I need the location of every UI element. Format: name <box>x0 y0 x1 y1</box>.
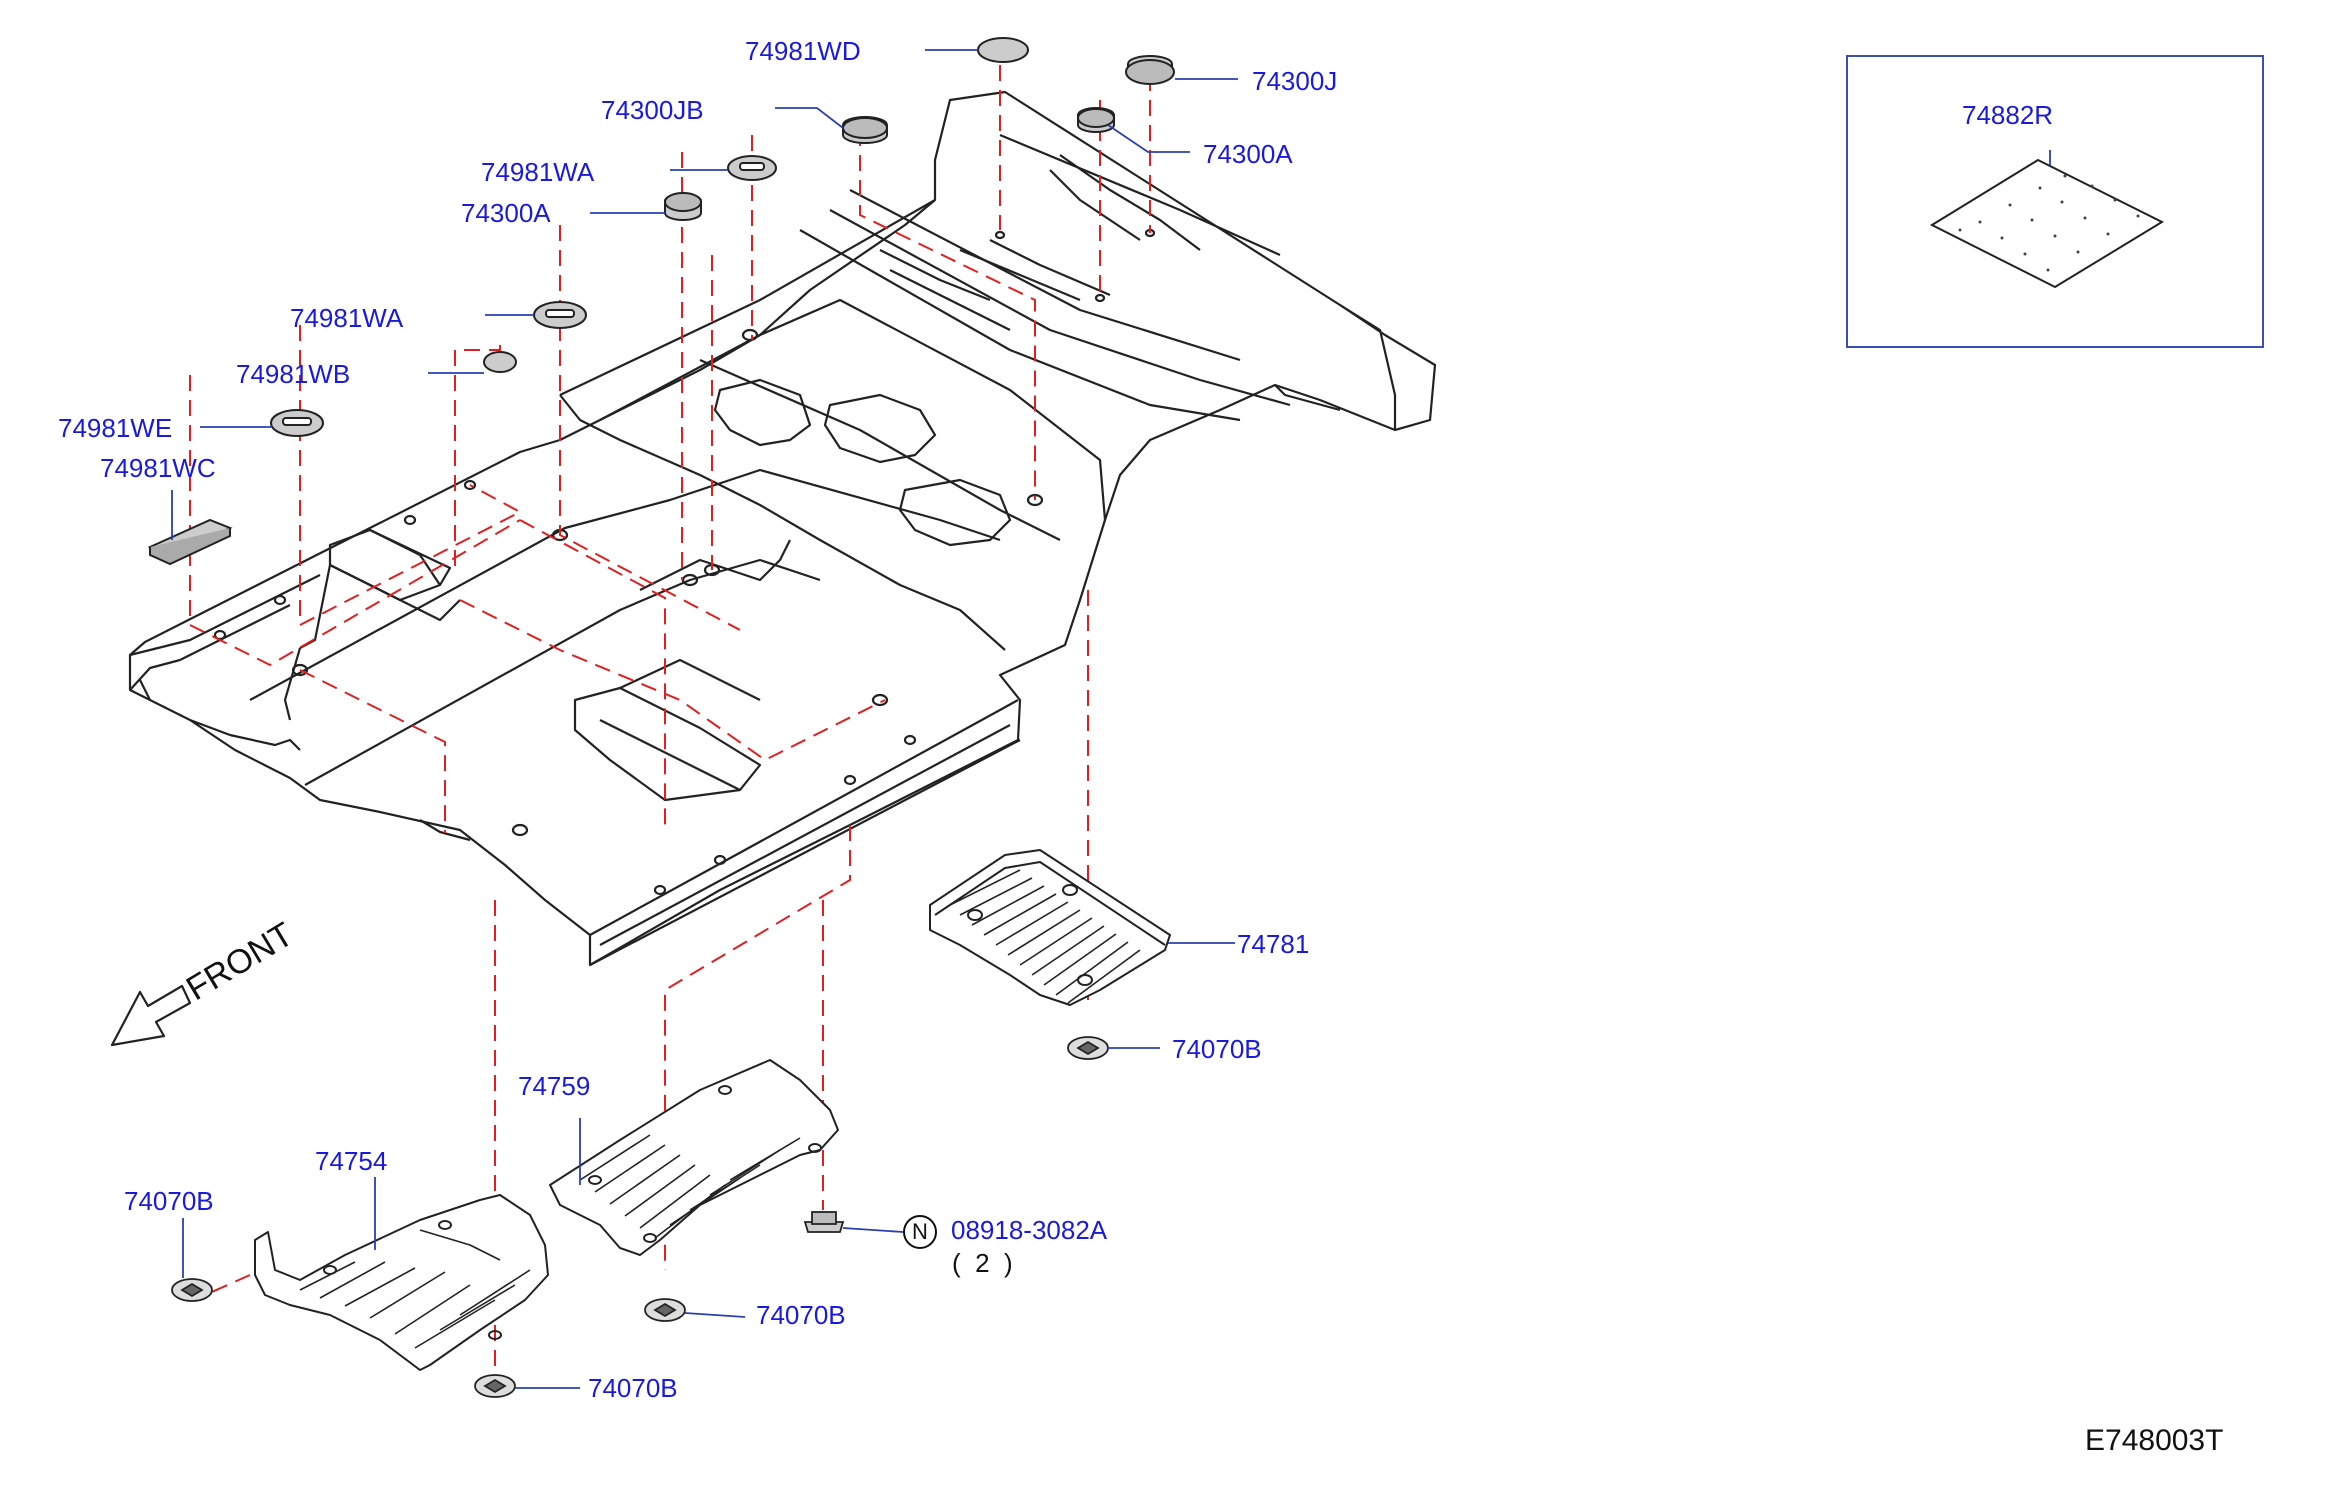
plug-74981WB-icon <box>483 351 517 373</box>
inset-frame <box>1846 55 2264 348</box>
label-74781: 74781 <box>1237 929 1310 959</box>
insulator-74781 <box>929 849 1171 1006</box>
floor-panel <box>128 90 1437 967</box>
clip-left-icon <box>171 1278 213 1302</box>
plug-74981WD-icon <box>977 37 1029 63</box>
clips <box>171 1036 1109 1398</box>
clip-mid-icon <box>644 1298 686 1322</box>
label-74070B-mid: 74070B <box>756 1300 846 1330</box>
pad-74882R <box>1929 150 2165 289</box>
front-arrow-icon <box>110 984 192 1047</box>
label-74981WA-top: 74981WA <box>481 157 595 187</box>
label-74300JB: 74300JB <box>601 95 704 125</box>
label-74754: 74754 <box>315 1146 388 1176</box>
leader-lines <box>171 49 1238 1389</box>
diagram-code: E748003T <box>2085 1424 2224 1457</box>
label-74981WD: 74981WD <box>745 36 861 66</box>
nut-08918-icon <box>803 1211 845 1233</box>
label-74070B-bottom: 74070B <box>588 1373 678 1403</box>
clip-bottom-icon <box>474 1374 516 1398</box>
label-08918-3082A: 08918-3082A <box>951 1215 1108 1245</box>
label-74070B-left: 74070B <box>124 1186 214 1216</box>
label-74981WB: 74981WB <box>236 359 351 389</box>
label-74981WC: 74981WC <box>100 453 216 483</box>
label-74882R: 74882R <box>1962 100 2054 130</box>
label-74300A-right: 74300A <box>1203 139 1293 169</box>
label-74981WA-mid: 74981WA <box>290 303 404 333</box>
label-74981WE: 74981WE <box>58 413 173 443</box>
quantity-label: ( 2 ) <box>952 1248 1013 1278</box>
label-74759: 74759 <box>518 1071 591 1101</box>
n-mark: N <box>903 1215 937 1249</box>
insulator-74759 <box>549 1059 839 1256</box>
label-74300A-left: 74300A <box>461 198 551 228</box>
label-74300J: 74300J <box>1252 66 1338 96</box>
insulator-74754 <box>254 1194 549 1371</box>
label-74070B-right: 74070B <box>1172 1034 1262 1064</box>
grommets <box>147 37 1175 566</box>
clip-right-icon <box>1067 1036 1109 1060</box>
